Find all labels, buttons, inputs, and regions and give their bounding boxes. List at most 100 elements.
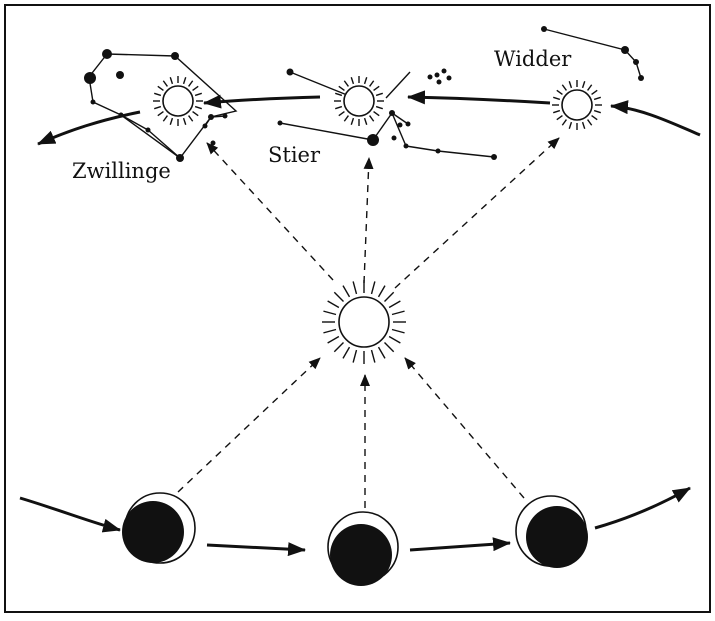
- sun-ray: [553, 96, 561, 101]
- sun-ray: [369, 80, 375, 87]
- earth-right: [515, 495, 588, 568]
- sun-ray: [352, 349, 358, 363]
- sun-ray: [342, 285, 351, 298]
- sun-ray: [363, 117, 368, 125]
- sun-ray: [182, 117, 187, 125]
- sun-ray: [188, 80, 194, 87]
- sun-ray: [553, 109, 561, 114]
- sun-taurus: [334, 76, 384, 126]
- sun-ray: [556, 115, 563, 121]
- label-taurus: Stier: [268, 143, 321, 167]
- sun-ray: [327, 335, 340, 344]
- sun-ray: [561, 119, 567, 126]
- sun-disc: [162, 85, 194, 117]
- sun-ray: [593, 96, 601, 101]
- sun-ray: [591, 89, 598, 95]
- sun-disc: [343, 85, 375, 117]
- orbit-arrow-out: [594, 486, 691, 530]
- sun-aries: [552, 80, 602, 130]
- sun-ray: [587, 119, 593, 126]
- sun-ray: [352, 281, 358, 295]
- sun-ray: [342, 346, 351, 359]
- sun-ray: [169, 77, 174, 85]
- sun-ray: [391, 328, 405, 334]
- sun-ray: [375, 105, 383, 110]
- sun-ray: [194, 105, 202, 110]
- sun-ray: [343, 115, 349, 122]
- sun-ray: [591, 115, 598, 121]
- sun-ray: [323, 310, 337, 316]
- sun-ray: [350, 117, 355, 125]
- sun-ray: [384, 342, 395, 353]
- sun-ray: [335, 92, 343, 97]
- sun-ray: [363, 77, 368, 85]
- sun-ray: [188, 115, 194, 122]
- sun-ray: [373, 85, 380, 91]
- ecliptic-arrow-left: [37, 110, 141, 146]
- sun-ray: [162, 115, 168, 122]
- label-aries: Widder: [494, 47, 572, 71]
- diagram-frame: [4, 4, 711, 613]
- constellation-taurus: [277, 68, 497, 160]
- sun-ray: [561, 84, 567, 91]
- sun-ray: [568, 121, 573, 129]
- sun-ray: [370, 349, 376, 363]
- sun-ray: [377, 346, 386, 359]
- sun-layer: [153, 76, 602, 364]
- ecliptic-arrow-right: [610, 100, 701, 137]
- sun-ray: [154, 92, 162, 97]
- sun-ray: [327, 300, 340, 309]
- orbit-arrow-2: [409, 537, 511, 552]
- sun-central: [322, 280, 406, 364]
- sun-ray: [194, 92, 202, 97]
- sun-ray: [373, 111, 380, 117]
- sun-ray: [556, 89, 563, 95]
- sun-ray: [593, 109, 601, 114]
- sun-ray: [384, 291, 395, 302]
- sun-ray: [338, 85, 345, 91]
- ecliptic-arrow-taurus-gemini: [203, 94, 321, 109]
- sightline-up-center: [363, 157, 374, 284]
- sightline-earth1-sun: [177, 357, 321, 493]
- sun-ray: [338, 111, 345, 117]
- sun-ray: [581, 121, 586, 129]
- sun-ray: [370, 281, 376, 295]
- sun-ray: [323, 328, 337, 334]
- label-gemini: Zwillinge: [72, 159, 171, 183]
- sun-disc: [561, 89, 593, 121]
- sun-ray: [182, 77, 187, 85]
- sun-ray: [587, 84, 593, 91]
- sun-ray: [154, 105, 162, 110]
- constellation-aries: [541, 26, 644, 81]
- sightline-up-right: [394, 137, 560, 289]
- sun-ray: [162, 80, 168, 87]
- constellation-gemini: [84, 49, 238, 162]
- sun-ray: [192, 111, 199, 117]
- sun-ray: [369, 115, 375, 122]
- sun-ray: [581, 81, 586, 89]
- sun-ray: [335, 105, 343, 110]
- sightline-up-left: [206, 142, 334, 281]
- earth-middle: [327, 511, 399, 586]
- sun-ray: [169, 117, 174, 125]
- sun-ray: [333, 291, 344, 302]
- sun-ray: [377, 285, 386, 298]
- sun-gemini: [153, 76, 203, 126]
- ecliptic-arrow-aries-taurus: [407, 90, 551, 105]
- sun-ray: [375, 92, 383, 97]
- sun-ray: [343, 80, 349, 87]
- orbit-arrow-in: [19, 496, 121, 533]
- sun-ray: [350, 77, 355, 85]
- sun-ray: [388, 335, 401, 344]
- orbit-arrow-1: [206, 542, 306, 557]
- sightline-earth3-sun: [404, 357, 525, 499]
- sun-ray: [157, 111, 164, 117]
- earth-left: [122, 492, 196, 564]
- sun-ray: [388, 300, 401, 309]
- sun-ray: [391, 310, 405, 316]
- sun-ray: [333, 342, 344, 353]
- sun-ray: [157, 85, 164, 91]
- sun-ray: [568, 81, 573, 89]
- sun-disc: [338, 296, 390, 348]
